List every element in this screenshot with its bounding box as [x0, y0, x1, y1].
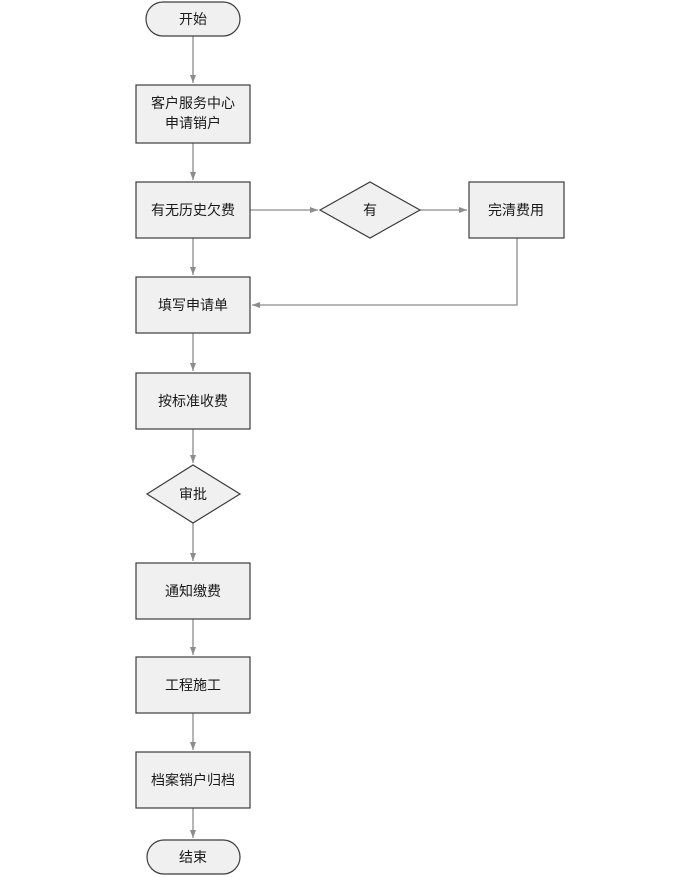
- connector-layer: [190, 36, 518, 838]
- has-label: 有: [363, 203, 377, 219]
- node-arrears[interactable]: 有无历史欠费: [135, 181, 251, 239]
- node-end[interactable]: 结束: [146, 839, 241, 875]
- start-label: 开始: [179, 12, 207, 28]
- notify-label: 通知缴费: [165, 583, 221, 600]
- node-approve[interactable]: 审批: [145, 464, 242, 524]
- node-start[interactable]: 开始: [145, 1, 241, 37]
- edge-settle-to-form-loopback: [252, 238, 518, 308]
- fee-label: 按标准收费: [158, 394, 228, 410]
- apply-label-line1: 客户服务中心: [151, 95, 235, 112]
- notify-shape: [135, 562, 251, 620]
- end-label: 结束: [179, 850, 207, 866]
- node-apply[interactable]: 客户服务中心 申请销户: [135, 84, 251, 144]
- node-fee[interactable]: 按标准收费: [135, 372, 251, 430]
- approve-label: 审批: [179, 487, 207, 503]
- node-has[interactable]: 有: [318, 181, 422, 239]
- archive-shape: [135, 751, 251, 809]
- apply-label-line2: 申请销户: [165, 115, 221, 132]
- build-shape: [135, 656, 251, 714]
- end-shape: [146, 839, 241, 875]
- node-build[interactable]: 工程施工: [135, 656, 251, 714]
- node-form[interactable]: 填写申请单: [135, 276, 251, 334]
- fee-shape: [135, 372, 251, 430]
- node-settle[interactable]: 完清费用: [468, 181, 565, 239]
- settle-shape: [468, 181, 565, 239]
- build-label: 工程施工: [165, 678, 221, 694]
- node-archive[interactable]: 档案销户归档: [135, 751, 251, 809]
- apply-shape: [135, 84, 251, 144]
- arrears-label: 有无历史欠费: [151, 203, 235, 219]
- start-shape: [145, 1, 241, 37]
- has-shape: [318, 181, 422, 239]
- approve-shape: [145, 464, 242, 524]
- form-label: 填写申请单: [158, 298, 228, 314]
- settle-label: 完清费用: [488, 203, 544, 219]
- form-shape: [135, 276, 251, 334]
- archive-label: 档案销户归档: [151, 772, 235, 789]
- node-notify[interactable]: 通知缴费: [135, 562, 251, 620]
- arrears-shape: [135, 181, 251, 239]
